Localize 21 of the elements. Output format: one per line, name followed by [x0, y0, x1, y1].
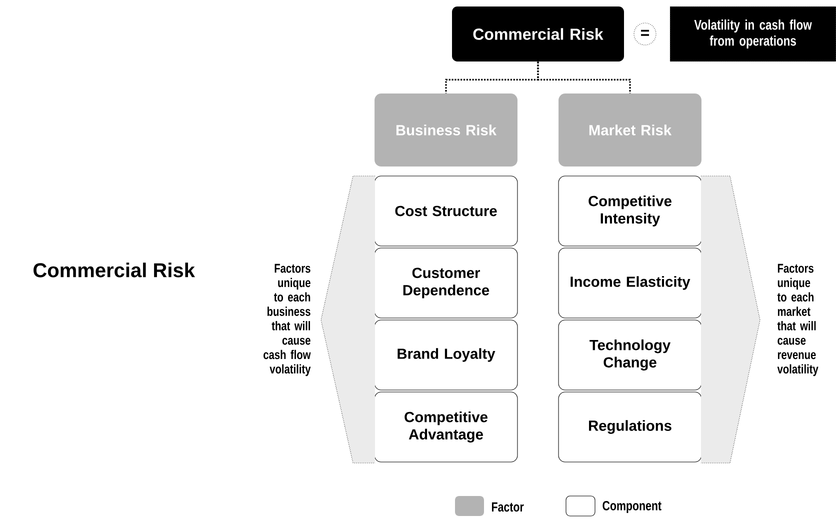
chevron-band: [700, 176, 760, 464]
legend-label: Component: [602, 500, 662, 514]
side-note: Factors unique to each market that will cause revenue volatility: [777, 264, 818, 376]
connector-line: [537, 62, 631, 94]
side-title: Commercial Risk: [34, 262, 195, 278]
title-box: Commercial Risk: [452, 6, 624, 62]
component-box: Technology Change: [558, 320, 702, 390]
legend-label: Factor: [492, 502, 524, 512]
factor-box: Business Risk: [374, 93, 518, 167]
component-box: Brand Loyalty: [374, 320, 518, 390]
chevron-band: [320, 176, 376, 464]
component-box: Cost Structure: [374, 176, 518, 246]
component-box: Competitive Advantage: [374, 392, 518, 462]
component-box: Income Elasticity: [558, 248, 702, 318]
equals-sign: =: [634, 22, 656, 46]
component-box: Regulations: [558, 392, 702, 462]
component-box: Competitive Intensity: [558, 176, 702, 246]
component-box: Customer Dependence: [374, 248, 518, 318]
factor-box: Market Risk: [558, 93, 702, 167]
side-note: Factors unique to each business that will cause cash flow volatility: [264, 264, 311, 376]
definition-box: Volatility in cash flow from operations: [670, 6, 836, 62]
